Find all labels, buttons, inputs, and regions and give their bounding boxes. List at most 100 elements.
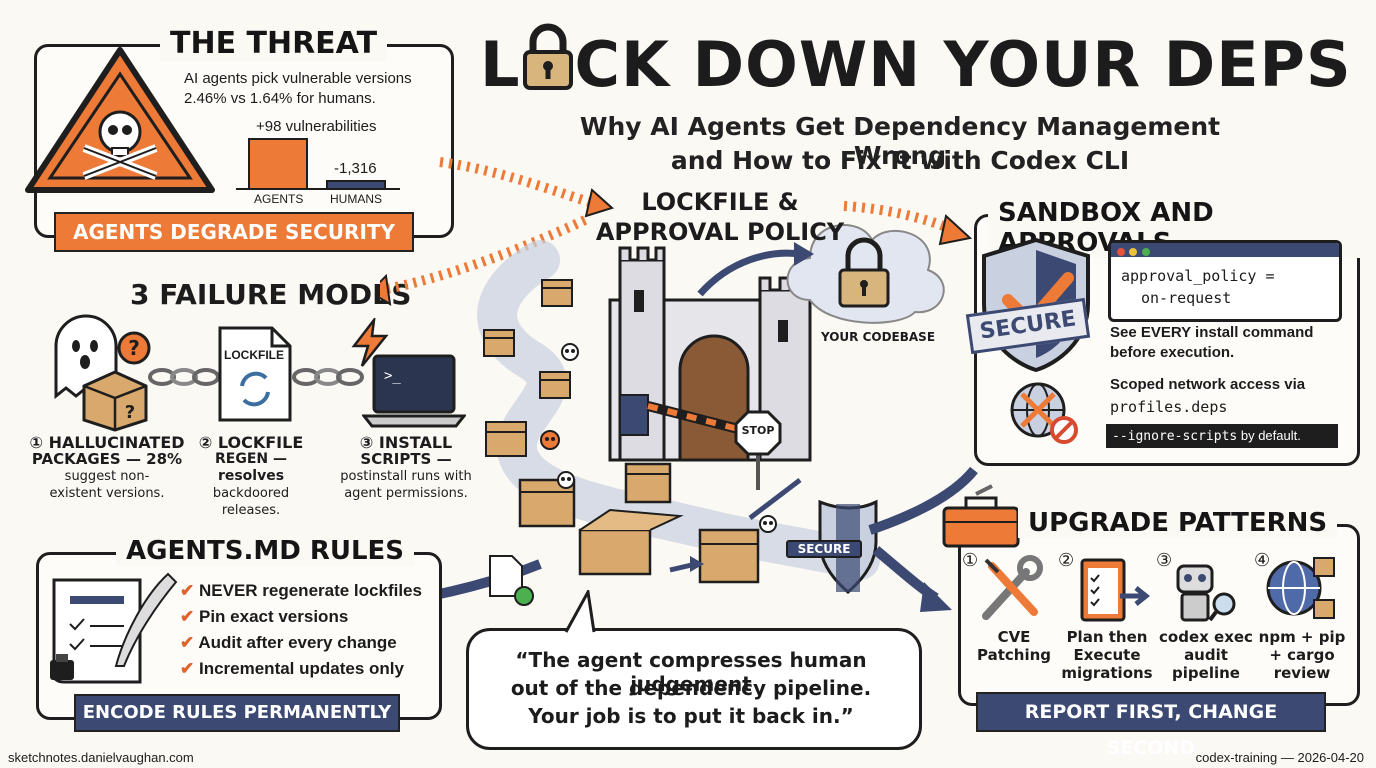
sandbox-desc-1-line-1: See EVERY install command [1110, 324, 1314, 341]
mode-1-line2: PACKAGES — 28% [31, 450, 183, 468]
footer-right: codex-training — 2026-04-20 [1195, 750, 1364, 765]
skull-warning-icon [22, 44, 218, 196]
mode-3-head: INSTALL [378, 433, 453, 452]
rule-text-1: NEVER regenerate lockfiles [198, 581, 422, 600]
mode-3-line4: agent permissions. [344, 486, 468, 501]
code-line-2: on-request [1141, 289, 1232, 307]
package-medium-2 [624, 462, 672, 504]
robot-magnifier-icon [1164, 554, 1244, 626]
stop-sign-label: STOP [741, 424, 775, 437]
arrow-threat-to-center [439, 157, 604, 211]
svg-text:?: ? [128, 336, 140, 360]
terminal-dot-yellow [1129, 248, 1138, 256]
ignore-scripts-flag: --ignore-scripts [1112, 429, 1238, 444]
rule-text-2: Pin exact versions [198, 607, 349, 626]
rule-item-4: ✔ Incremental updates only [180, 656, 422, 682]
package-icon: ? [80, 366, 150, 432]
lockfile-doc-label: LOCKFILE [224, 348, 284, 362]
pattern-2-line-3: migrations [1061, 664, 1153, 682]
quote-line-2: out of the dependency pipeline. [510, 676, 872, 700]
globe-packages-icon [1262, 552, 1342, 624]
pattern-num-1: ① [962, 550, 979, 570]
threat-title: THE THREAT [160, 26, 388, 61]
package-open [578, 508, 684, 576]
check-icon: ✔ [180, 633, 195, 652]
chain-icon [148, 362, 222, 392]
arrow-from-sandbox [868, 466, 978, 535]
mode-2-num: ② [198, 433, 213, 452]
pattern-num-2: ② [1058, 550, 1075, 570]
wrench-screwdriver-icon [974, 554, 1054, 624]
pattern-3: codex exec audit pipeline [1150, 628, 1262, 682]
subtitle-line-1: Why AI Agents Get Dependency Management … [579, 112, 1221, 170]
pattern-num-4: ④ [1254, 550, 1271, 570]
pattern-3-line-1: codex exec [1159, 628, 1253, 646]
bar-axis [236, 188, 400, 190]
pattern-4-line-2: + cargo [1269, 646, 1335, 664]
svg-text:>_: >_ [384, 368, 401, 384]
terminal-window: approval_policy = on-request [1108, 240, 1342, 322]
sandbox-desc-2: Scoped network access via [1110, 376, 1306, 393]
quote-line-3: Your job is to put it back in.” [528, 704, 854, 728]
failure-mode-3: ③ INSTALL SCRIPTS — postinstall runs wit… [326, 434, 486, 502]
title-part-1: L [480, 28, 521, 101]
mode-3-line2: SCRIPTS — [360, 450, 452, 468]
sandbox-desc-1-line-2: before execution. [1110, 344, 1235, 361]
threat-line-2: 2.46% vs 1.64% for humans. [184, 90, 376, 107]
arrow-over-castle [697, 249, 801, 297]
bar-agents [248, 138, 308, 190]
upgrade-ribbon: REPORT FIRST, CHANGE SECOND [976, 692, 1326, 759]
document-check-icon [489, 555, 534, 606]
upgrade-title: UPGRADE PATTERNS [1018, 508, 1338, 538]
codebase-padlock-icon [838, 237, 890, 308]
mode-2-line4: releases. [221, 503, 281, 518]
lightning-icon [350, 315, 390, 368]
center-illustration [380, 157, 978, 612]
skull-small-icon-3 [759, 515, 777, 533]
cloud-codebase-label: YOUR CODEBASE [820, 330, 936, 344]
pattern-4: npm + pip + cargo review [1256, 628, 1348, 682]
subtitle-line-2: and How to Fix It with Codex CLI [670, 146, 1130, 175]
pattern-2-line-1: Plan then [1066, 628, 1148, 646]
pattern-2: Plan then Execute migrations [1054, 628, 1160, 682]
failure-mode-2: ② LOCKFILE REGEN — resolves backdoored r… [186, 434, 316, 519]
terminal-titlebar [1111, 243, 1339, 257]
inkwell-icon [44, 652, 80, 682]
quote-line-1: “The agent compresses human judgement [515, 648, 867, 696]
mode-1-line4: existent versions. [49, 486, 165, 501]
bar-humans-label: -1,316 [334, 160, 377, 177]
question-bubble-icon: ? [116, 330, 152, 366]
rules-list: ✔ NEVER regenerate lockfiles ✔ Pin exact… [180, 578, 422, 682]
axis-humans-label: HUMANS [330, 192, 383, 206]
code-line-1: approval_policy = [1121, 267, 1275, 285]
lockfile-doc-icon [216, 324, 294, 424]
package-small-1 [541, 279, 573, 307]
profiles-deps-code: profiles.deps [1110, 398, 1228, 416]
pattern-4-line-3: review [1273, 664, 1331, 682]
skull-orange-icon [540, 430, 560, 450]
center-shield-label: SECURE [786, 540, 862, 558]
pattern-2-line-2: Execute [1073, 646, 1141, 664]
scroll-quill-icon [44, 566, 184, 696]
rule-item-1: ✔ NEVER regenerate lockfiles [180, 578, 422, 604]
package-medium-1 [518, 478, 576, 528]
threat-line-1: AI agents pick vulnerable versions [184, 70, 412, 87]
ignore-scripts-chip: --ignore-scripts by default. [1106, 424, 1338, 448]
globe-blocked-icon [1006, 378, 1082, 448]
check-icon: ✔ [180, 659, 195, 678]
main-title: L CK DOWN YOUR DEPS [480, 22, 1360, 102]
checklist-icon [1076, 556, 1156, 626]
terminal-dot-green [1141, 248, 1150, 256]
pattern-3-line-2: audit pipeline [1172, 646, 1240, 682]
mode-2-line3: backdoored [212, 486, 290, 501]
mode-3-line3: postinstall runs with [340, 469, 472, 484]
mode-2-head: LOCKFILE [217, 433, 304, 452]
quote-bubble [466, 628, 922, 750]
rule-text-4: Incremental updates only [198, 659, 404, 678]
quote-bubble-tail [560, 587, 600, 634]
pattern-1-line-2: Patching [976, 646, 1051, 664]
skull-small-icon-2 [557, 471, 575, 489]
arrowhead-sandbox [938, 214, 973, 246]
rule-text-3: Audit after every change [198, 633, 397, 652]
rule-item-3: ✔ Audit after every change [180, 630, 422, 656]
